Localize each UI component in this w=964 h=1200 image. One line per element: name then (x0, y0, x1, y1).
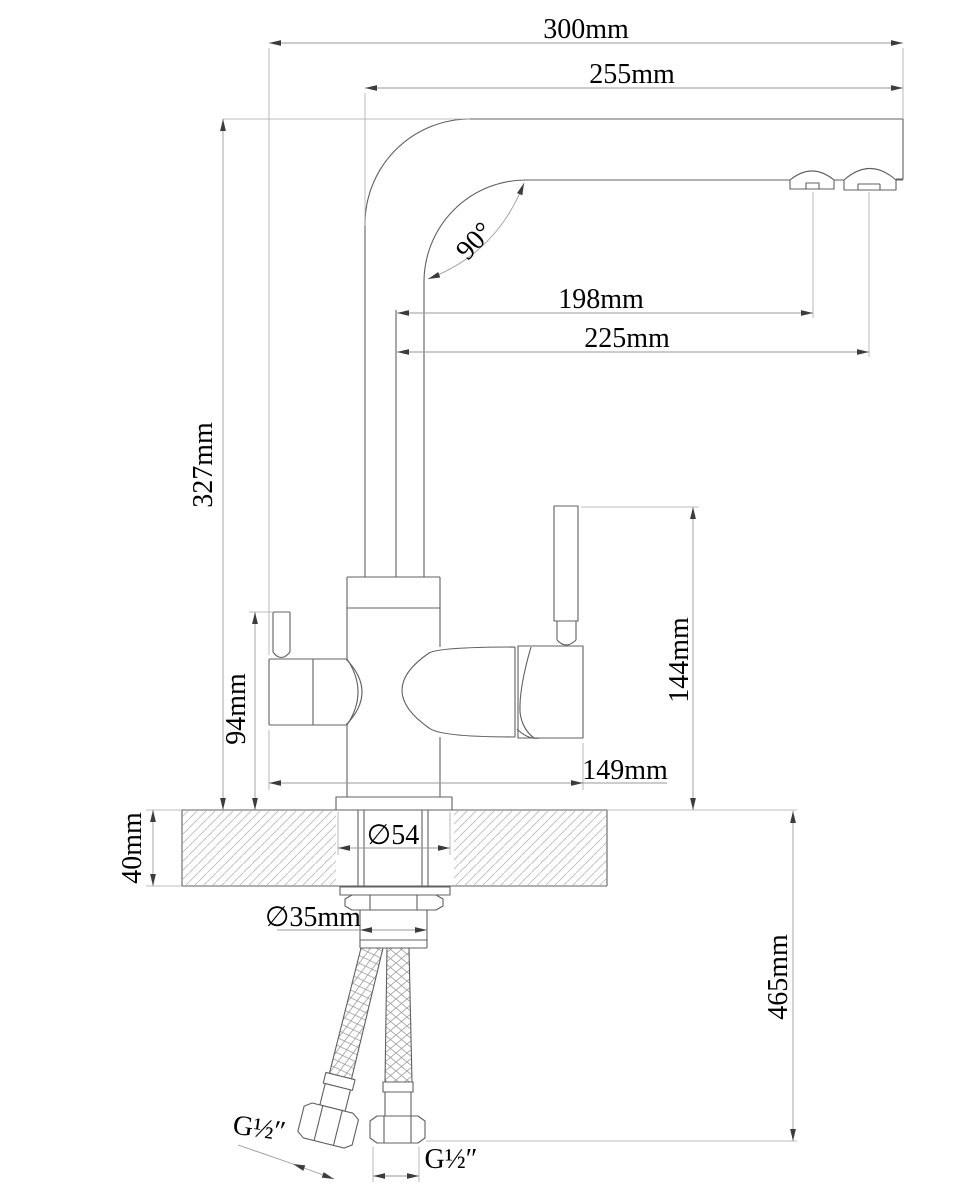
dim-overall-width-label: 300mm (543, 14, 629, 45)
countertop-hatch-right (454, 811, 606, 885)
mounting-nut (344, 894, 444, 911)
dim-handle-height-label: 144mm (664, 617, 695, 703)
outlet-near (789, 170, 835, 190)
dim-shank-diameter-label: ∅35mm (265, 902, 361, 933)
body-left-edge (346, 577, 359, 797)
countertop-outline (181, 809, 608, 887)
dim-left-thread-line (292, 1163, 335, 1180)
faucet-outline (268, 118, 904, 810)
filter-valve-block (268, 658, 363, 726)
dim-left-thread-label: G½″ (231, 1110, 288, 1148)
dim-left-thread-tail (237, 1144, 294, 1165)
ext-right-thread (372, 1147, 420, 1182)
hose-left-braided (328, 947, 384, 1082)
dim-right-thread-label: G½″ (425, 1144, 478, 1175)
dim-counter-thickness-label: 40mm (117, 812, 148, 884)
dim-outlet-near-label: 198mm (558, 284, 644, 315)
cartridge-housing (347, 576, 440, 609)
outlet-far (843, 167, 897, 191)
mounting-washer (339, 886, 451, 896)
dim-outlet-far-label: 225mm (584, 323, 670, 354)
supply-hoses (297, 947, 426, 1149)
dim-swivel-angle-arc (427, 182, 525, 280)
dim-spout-height-label: 327mm (188, 422, 219, 508)
hose-right-fitting (369, 1081, 426, 1144)
handle-block (516, 645, 584, 739)
handle-mount-cone (401, 646, 516, 738)
filter-lever (272, 611, 291, 659)
dimension-annotations: 300mm 255mm 90° 198mm 225mm 327mm 144mm … (117, 14, 904, 1182)
countertop-section (181, 809, 608, 887)
hose-left-fitting (297, 1071, 360, 1149)
dim-swivel-angle-label: 90° (450, 216, 499, 266)
hose-right-braided (384, 947, 413, 1083)
ext-counter-thickness (146, 809, 182, 887)
handle-lever-rod (553, 505, 579, 646)
dim-spout-reach-label: 255mm (589, 59, 675, 90)
countertop-hatch-left (183, 811, 336, 885)
dim-lever-height-label: 94mm (221, 673, 252, 745)
dim-hose-length-label: 465mm (763, 934, 794, 1020)
shank-end-cap (359, 910, 428, 949)
dim-body-span-label: 149mm (582, 755, 668, 786)
dim-escutcheon-label: ∅54 (367, 820, 419, 851)
base-flange (335, 796, 453, 810)
